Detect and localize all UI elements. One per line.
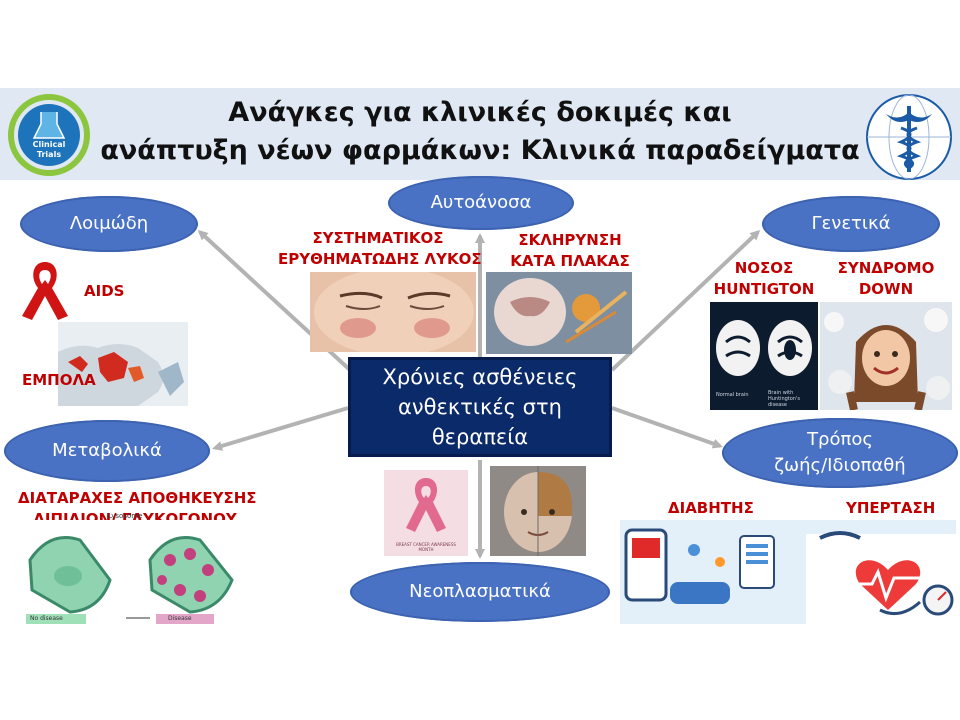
slide-title: Ανάγκες για κλινικές δοκιμές και ανάπτυξ…: [100, 94, 860, 170]
caption-no-disease: No disease: [30, 615, 63, 622]
oval-metabolic-label: Μεταβολικά: [52, 440, 162, 461]
title-line-2: ανάπτυξη νέων φαρμάκων: Κλινικά παραδείγ…: [100, 135, 860, 166]
center-line-2: ανθεκτικές στη: [398, 395, 562, 419]
label-ms-line-2: ΚΑΤΑ ΠΛΑΚΑΣ: [510, 252, 630, 270]
down-syndrome-child-image: [820, 302, 952, 410]
center-line-3: θεραπεία: [431, 425, 529, 449]
arrow-to-metabolic: [212, 406, 349, 451]
logo-text-2: Trials: [36, 150, 62, 159]
diabetes-hypertension-image: [620, 520, 956, 624]
label-down-line-2: DOWN: [858, 280, 914, 298]
cancer-child-image: [490, 466, 586, 556]
caption-brain-hd: Brain with Huntington's disease: [768, 390, 800, 408]
label-storage-line-1: ΔΙΑΤΑΡΑΧΕΣ ΑΠΟΘΗΚΕΥΣΗΣ: [18, 489, 257, 507]
ebola-map-image: [58, 322, 188, 406]
label-huntington-line-2: HUNTIGTON: [713, 280, 815, 298]
label-down: ΣΥΝΔΡΟΜΟ DOWN: [836, 258, 936, 300]
oval-lifestyle-label: Τρόπος ζωής/Ιδιοπαθή: [774, 427, 905, 479]
oval-infectious: Λοιμώδη: [20, 196, 198, 252]
clinical-trials-logo: Clinical Trials: [8, 94, 90, 176]
lysosome-cells-image: [20, 520, 240, 630]
oval-lifestyle: Τρόπος ζωής/Ιδιοπαθή: [722, 418, 958, 488]
lifestyle-line-1: Τρόπος: [807, 429, 873, 450]
oval-neoplastic-label: Νεοπλασματικά: [409, 581, 551, 602]
caption-breast-cancer: BREAST CANCER AWARENESS MONTH: [396, 542, 456, 552]
sle-face-image: [310, 272, 476, 352]
logo-text-1: Clinical: [32, 140, 66, 149]
label-aids: AIDS: [84, 282, 125, 300]
label-sle-line-1: ΣΥΣΤΗΜΑΤΙΚΟΣ: [312, 229, 444, 247]
lifestyle-line-2: ζωής/Ιδιοπαθή: [774, 455, 906, 476]
arrow-to-genetic: [610, 229, 761, 372]
title-line-1: Ανάγκες για κλινικές δοκιμές και: [228, 97, 732, 128]
caption-lysosome: Lysosome: [108, 512, 143, 520]
caption-brain-normal: Normal brain: [716, 392, 749, 398]
label-sle: ΣΥΣΤΗΜΑΤΙΚΟΣ ΕΡΥΘΗΜΑΤΩΔΗΣ ΛΥΚΟΣ: [278, 228, 482, 270]
pink-ribbon-icon: [406, 478, 446, 532]
label-down-line-1: ΣΥΝΔΡΟΜΟ: [837, 259, 935, 277]
arrow-to-lifestyle: [611, 406, 723, 449]
caduceus-logo: [864, 92, 954, 182]
oval-metabolic: Μεταβολικά: [4, 420, 210, 482]
ms-brain-image: [486, 272, 632, 354]
breast-cancer-ribbon-image: BREAST CANCER AWARENESS MONTH: [384, 470, 468, 556]
red-ribbon-icon: [22, 262, 68, 320]
label-ms-line-1: ΣΚΛΗΡΥΝΣΗ: [518, 231, 622, 249]
label-sle-line-2: ΕΡΥΘΗΜΑΤΩΔΗΣ ΛΥΚΟΣ: [278, 250, 482, 268]
oval-infectious-label: Λοιμώδη: [69, 213, 149, 234]
clinical-trials-logo-icon: [8, 94, 90, 176]
center-line-1: Χρόνιες ασθένειες: [382, 365, 578, 389]
oval-autoimmune: Αυτοάνοσα: [388, 176, 574, 230]
label-huntington: ΝΟΣΟΣ HUNTIGTON: [708, 258, 820, 300]
oval-autoimmune-label: Αυτοάνοσα: [430, 192, 532, 213]
label-ebola: ΕΜΠΟΛΑ: [22, 371, 96, 389]
oval-genetic: Γενετικά: [762, 196, 940, 252]
label-huntington-line-1: ΝΟΣΟΣ: [734, 259, 794, 277]
brain-icon: [716, 320, 812, 376]
label-hypertension: ΥΠΕΡΤΑΣΗ: [846, 499, 936, 517]
center-box: Χρόνιες ασθένειες ανθεκτικές στη θεραπεί…: [348, 357, 612, 457]
huntington-brain-image: Normal brain Brain with Huntington's dis…: [710, 302, 818, 410]
title-band: [0, 88, 960, 180]
label-diabetes: ΔΙΑΒΗΤΗΣ: [668, 499, 754, 517]
oval-genetic-label: Γενετικά: [811, 213, 891, 234]
label-ms: ΣΚΛΗΡΥΝΣΗ ΚΑΤΑ ΠΛΑΚΑΣ: [505, 230, 635, 272]
oval-neoplastic: Νεοπλασματικά: [350, 562, 610, 622]
caduceus-icon: [866, 94, 952, 180]
caption-disease: Disease: [168, 615, 192, 622]
